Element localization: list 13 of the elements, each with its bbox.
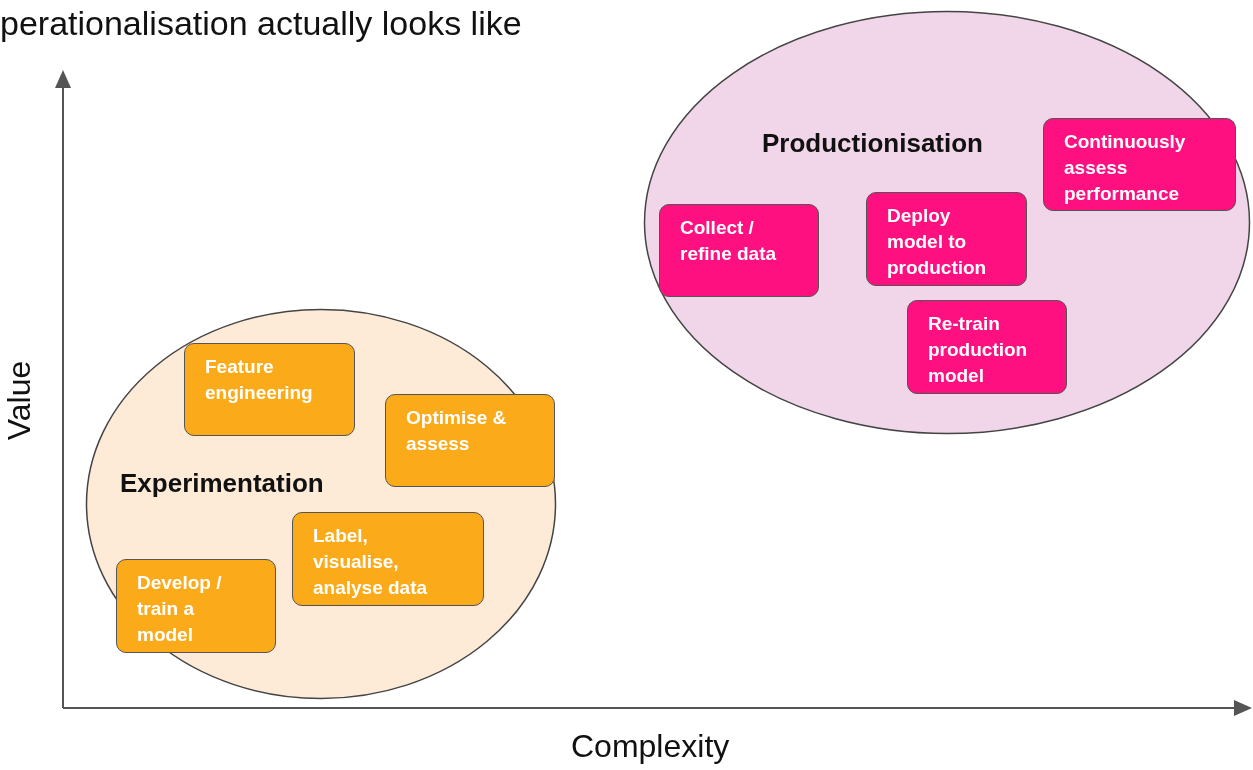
axis-label: Complexity	[571, 728, 730, 765]
step-box: Optimise & assess	[385, 394, 555, 487]
step-box: Collect / refine data	[659, 204, 819, 297]
group-heading: Experimentation	[120, 468, 324, 499]
step-box: Label, visualise, analyse data	[292, 512, 484, 606]
axis-label: Value	[1, 360, 39, 441]
step-box: Continuously assess performance	[1043, 118, 1236, 211]
step-box: Deploy model to production	[866, 192, 1027, 286]
step-box: Feature engineering	[184, 343, 355, 436]
group-heading: Productionisation	[762, 128, 983, 159]
step-box: Develop / train a model	[116, 559, 276, 653]
step-box: Re-train production model	[907, 300, 1067, 394]
slide-title: perationalisation actually looks like	[0, 4, 522, 43]
